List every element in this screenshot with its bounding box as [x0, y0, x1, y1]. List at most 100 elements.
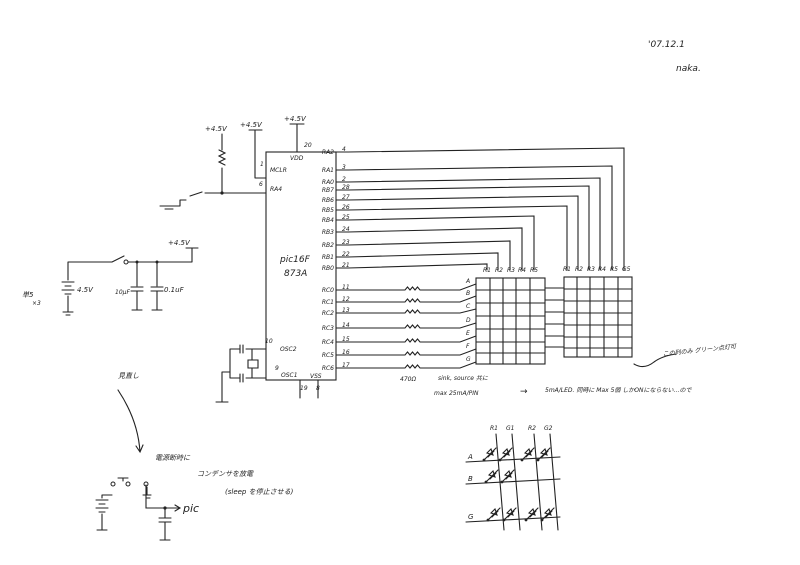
- column-header: R3: [507, 267, 515, 274]
- mclr-pin-label: MCLR: [270, 167, 287, 174]
- pic-label: pic: [182, 502, 199, 515]
- row-label: B: [466, 290, 470, 297]
- column-header: R4: [598, 266, 606, 273]
- pin-label: RA2: [322, 149, 334, 156]
- pin-wire: [335, 165, 613, 271]
- pin-label: RA1: [322, 167, 334, 174]
- row-label: D: [466, 317, 471, 324]
- chip-name: pic16F: [279, 255, 311, 265]
- osc1-pin-label: OSC1: [281, 372, 298, 379]
- cap2-label: 0.1uF: [164, 286, 185, 294]
- arrow: →: [520, 387, 528, 397]
- discharge-note-1: 電源断時に: [155, 454, 191, 462]
- pic-chip: pic16F 873A VDD VSS MCLR RA4 OSC2 OSC1 2…: [248, 123, 337, 399]
- pin-wire: [335, 263, 488, 271]
- pin-wire: [335, 240, 511, 271]
- led-row-wire: [465, 516, 561, 523]
- pin-number: 3: [342, 164, 346, 171]
- resistor-wire: [335, 295, 477, 303]
- pin-wire: [335, 185, 590, 271]
- resistor-wire: [335, 322, 477, 329]
- pin-number: 26: [342, 204, 350, 211]
- pullup-supply-label: +4.5V: [205, 125, 228, 133]
- led-column-wire: [549, 433, 559, 531]
- led-icon: [499, 447, 513, 461]
- ra4-pin-label: RA4: [270, 186, 282, 193]
- pin-number: 23: [342, 239, 350, 246]
- pin-wire: [335, 205, 568, 271]
- pin-label: RC1: [322, 299, 334, 306]
- pin-label: RB1: [322, 254, 334, 261]
- row-label: A: [465, 278, 470, 285]
- row-label: C: [466, 303, 471, 310]
- pin-label: RC5: [322, 352, 334, 359]
- max-current-note: max 25mA/PIN: [434, 390, 479, 397]
- resistor-wire: [335, 361, 477, 369]
- column-header: R4: [518, 267, 526, 274]
- pin-label: RB0: [322, 265, 334, 272]
- pin-number: 24: [342, 226, 350, 233]
- led-icon: [541, 507, 555, 521]
- pin-label: RC6: [322, 365, 334, 372]
- pin-wire: [335, 227, 523, 271]
- pin-number: 19: [300, 385, 308, 392]
- resistor-wire: [335, 348, 477, 356]
- led-column-wire: [511, 433, 521, 531]
- vss-pin-label: VSS: [310, 373, 322, 380]
- cap1-label: 10μF: [115, 289, 130, 296]
- pin-number: 28: [342, 184, 350, 191]
- discharge-note-2: コンデンサを放電: [197, 470, 254, 478]
- date-label: '07.12.1: [648, 40, 685, 50]
- pin-number: 6: [259, 181, 263, 188]
- power-supply-circuit: +4.5V 4.5V 10μF 0.1uF 単5 ×3: [22, 239, 199, 316]
- pin-wire: [335, 252, 499, 271]
- junction-dot: [520, 458, 524, 462]
- author-label: naka.: [676, 64, 701, 74]
- discharge-circuit: pic 電源断時に コンデンサを放電 (sleep を停止させる): [95, 454, 294, 541]
- led-column-label: R1: [490, 425, 498, 432]
- column-header: R1: [483, 267, 491, 274]
- chip-model: 873A: [284, 269, 307, 279]
- pin-label: RC4: [322, 339, 334, 346]
- pin-number: 9: [275, 365, 279, 372]
- led-column-wire: [533, 433, 543, 531]
- mclr-supply-label: +4.5V: [240, 121, 263, 129]
- led-row-label: G: [468, 513, 474, 521]
- junction-dot: [540, 518, 544, 522]
- row-label: F: [466, 343, 470, 350]
- pin-label: RB7: [322, 187, 334, 194]
- pin-wire: [335, 177, 601, 271]
- pin-number: 1: [260, 161, 264, 168]
- row-label: G: [466, 356, 471, 363]
- pin-number: 25: [342, 214, 350, 221]
- pin-label: RB5: [322, 207, 334, 214]
- pin-number: 4: [342, 146, 346, 153]
- led-icon: [487, 507, 501, 521]
- led-matrix-1: [475, 277, 546, 365]
- resistor-value-label: 470Ω: [400, 376, 416, 383]
- led-row-wire: [465, 456, 561, 463]
- junction-dot: [524, 518, 528, 522]
- pin-label: RC2: [322, 310, 334, 317]
- led-row-label: B: [468, 475, 473, 483]
- battery-label: 4.5V: [77, 286, 94, 294]
- pin-label: RB6: [322, 197, 334, 204]
- pin-wire: [335, 215, 535, 271]
- led-icon: [525, 507, 539, 521]
- vdd-pin-label: VDD: [290, 155, 304, 162]
- pin-number: 17: [342, 362, 350, 369]
- led-column-label: G1: [506, 425, 514, 432]
- junction-dot: [220, 191, 224, 195]
- led-row-label: A: [467, 453, 473, 461]
- pin-number: 10: [265, 338, 273, 345]
- green-column-note: この列のみ グリーン点灯可: [662, 342, 737, 358]
- junction-dot: [536, 458, 540, 462]
- led-matrix-2: [544, 276, 633, 358]
- column-header: R3: [587, 266, 595, 273]
- vdd-supply-label: +4.5V: [284, 115, 307, 123]
